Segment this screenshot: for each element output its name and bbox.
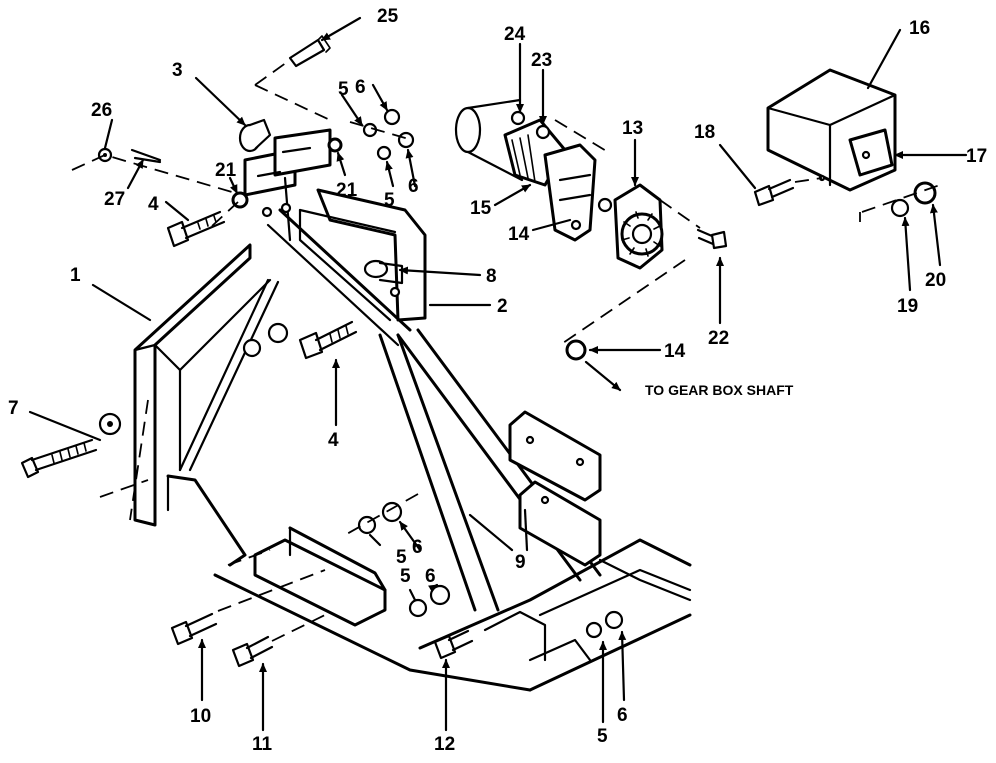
callout-6-mid-b: 6 [425,566,436,587]
callout-5-top: 5 [338,79,349,100]
nut-20 [913,181,937,205]
bolt-11 [231,635,274,668]
callout-13: 13 [622,118,643,139]
pin-25 [288,35,331,68]
bolt-12 [433,629,474,660]
callout-5-mid-b: 5 [400,566,411,587]
shield-cover [766,68,897,192]
top-hardware-5-6 [362,108,415,161]
callout-6-top-b: 6 [408,176,419,197]
roller-3 [238,118,272,153]
callout-25: 25 [377,6,399,27]
callout-27: 27 [104,189,125,210]
callout-20: 20 [925,270,946,291]
washer-21-b [327,137,343,153]
clip-pin-27 [130,148,162,164]
callout-5-mid: 5 [396,547,407,568]
callout-4-lower: 4 [328,430,339,451]
callout-4-upper: 4 [148,194,159,215]
callout-5-top-b: 5 [384,190,395,211]
callout-22: 22 [708,328,729,349]
mid-nut-washer [242,322,289,358]
callout-9: 9 [515,552,526,573]
bottom-rail [213,410,692,692]
bolt-4-upper [166,210,226,248]
callout-14-lower: 14 [664,341,686,362]
callout-18: 18 [694,122,715,143]
a-frame-body [133,128,602,612]
callout-6-top: 6 [355,77,366,98]
callout-7: 7 [8,398,19,419]
callout-17: 17 [966,146,987,167]
callout-19: 19 [897,296,918,317]
callout-14-upper: 14 [508,224,530,245]
assembly-centerlines [71,59,941,642]
callout-11: 11 [252,734,273,755]
washer-19 [890,198,910,218]
callout-5-bottom: 5 [597,726,608,747]
callout-16: 16 [909,18,930,39]
callout-10: 10 [190,706,211,727]
bottom-hardware-5-6 [585,610,624,639]
bolt-18 [753,178,795,207]
callout-12: 12 [434,734,455,755]
callout-6-bottom: 6 [617,705,628,726]
drive-shaft-assembly [454,98,613,242]
callout-1: 1 [70,265,81,286]
callout-8: 8 [486,266,497,287]
callout-3: 3 [172,60,183,81]
callout-15: 15 [470,198,492,219]
leader-lines [28,16,968,732]
callout-2: 2 [497,296,508,317]
callout-24: 24 [504,24,526,45]
sprocket [613,183,664,270]
bolt-7 [20,412,122,479]
washer-14-lower [565,339,587,361]
callout-labels: 25 3 26 27 4 21 5 6 21 5 6 1 8 2 4 7 24 … [8,6,987,755]
callout-21-right: 21 [336,180,358,201]
callout-26: 26 [91,100,112,121]
washer-26 [97,147,113,163]
callout-6-mid: 6 [412,537,423,558]
callout-23: 23 [531,50,552,71]
bolt-4-lower [298,320,358,360]
callout-21-left: 21 [215,160,237,181]
gear-box-shaft-note: TO GEAR BOX SHAFT [645,382,794,398]
bolt-22 [696,228,728,250]
bolt-10 [170,612,218,646]
hardware-23-24 [510,110,551,140]
